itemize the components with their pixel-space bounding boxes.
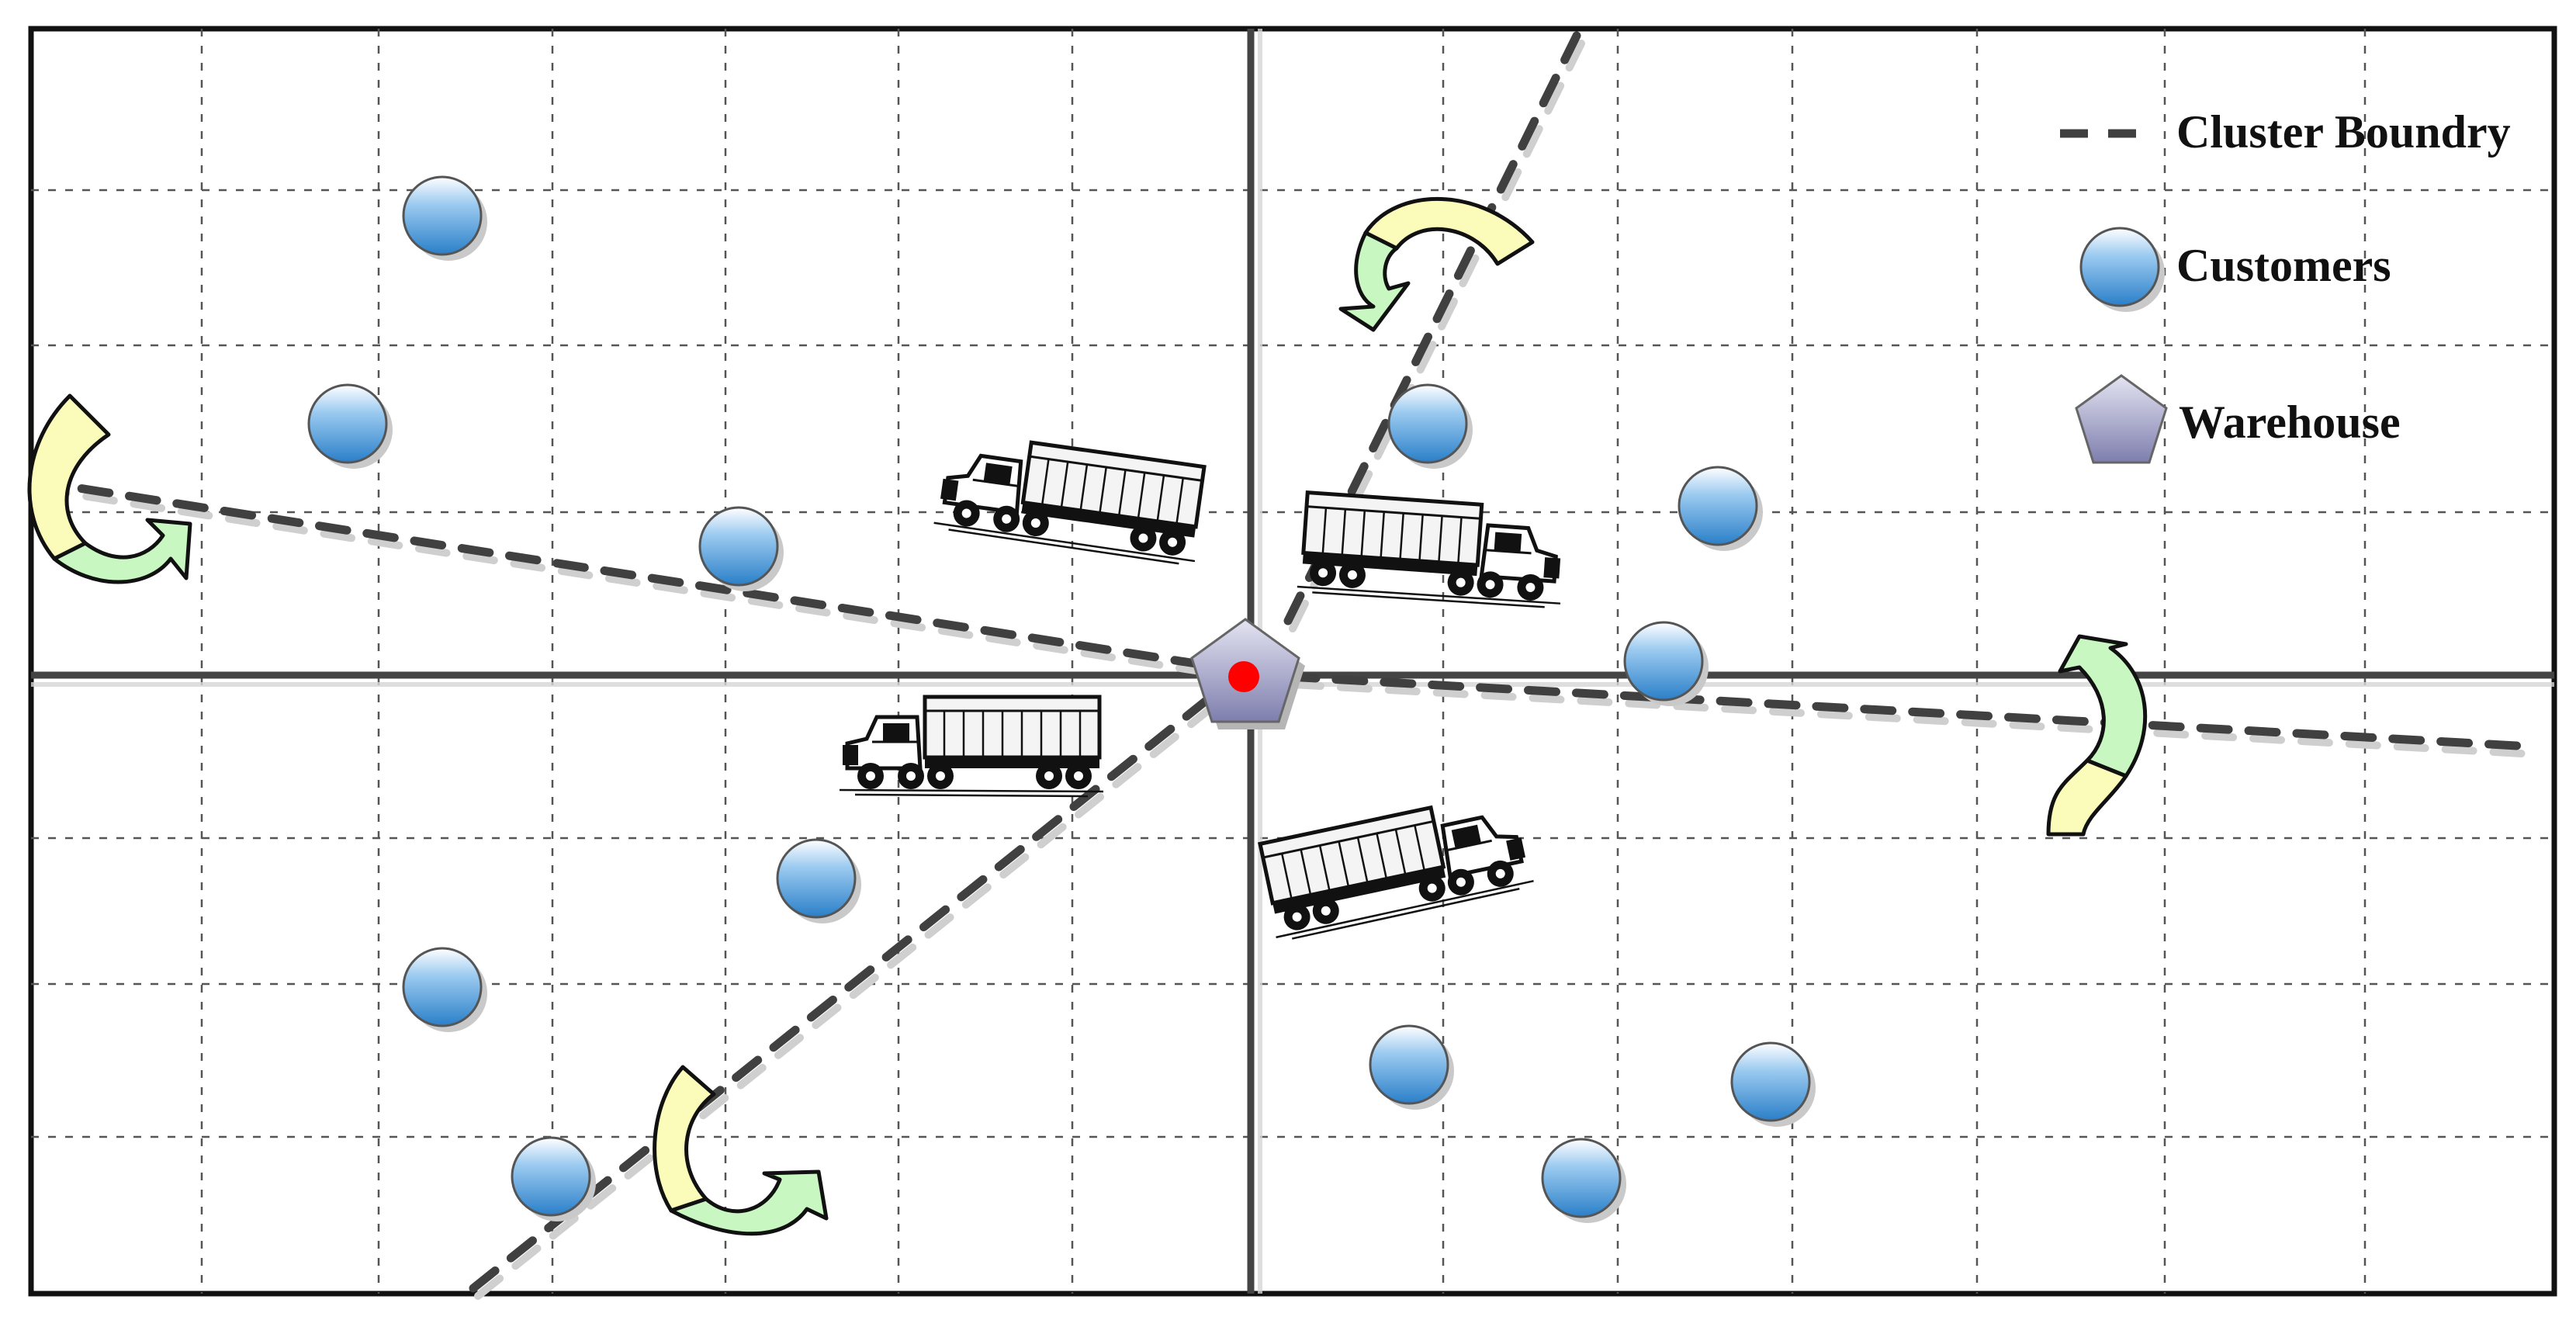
customer-icon: [511, 1136, 596, 1221]
legend-warehouse-label: Warehouse: [2179, 397, 2401, 448]
customer-icon: [698, 506, 784, 591]
depot-marker: [1228, 661, 1259, 692]
curved-arrow-icon: [653, 1065, 829, 1236]
legend: Cluster Boundry Customers Warehouse: [2060, 106, 2511, 464]
grid-lines: [31, 29, 2554, 1294]
cluster-boundary-west: [29, 476, 1215, 670]
rotation-arrows: [27, 196, 2148, 1236]
legend-customer-icon: [2079, 227, 2165, 312]
curved-arrow-icon: [2046, 634, 2148, 837]
customer-icon: [776, 838, 861, 923]
cluster-boundary-east: [1283, 672, 2536, 751]
customer-icon: [1369, 1024, 1454, 1110]
legend-customers-label: Customers: [2176, 240, 2391, 291]
customer-icon: [1541, 1138, 1626, 1223]
customer-icon: [1623, 621, 1709, 706]
customer-icon: [1387, 383, 1473, 469]
customer-icon: [307, 383, 393, 469]
curved-arrow-icon: [1338, 196, 1535, 332]
legend-boundary-label: Cluster Boundry: [2176, 106, 2511, 158]
customers: [307, 175, 1816, 1223]
curved-arrow-icon: [27, 393, 192, 584]
customer-icon: [1730, 1041, 1816, 1127]
customer-icon: [402, 175, 487, 261]
customer-icon: [1678, 466, 1763, 551]
customer-icon: [402, 947, 487, 1032]
legend-warehouse-icon: [2075, 374, 2168, 464]
